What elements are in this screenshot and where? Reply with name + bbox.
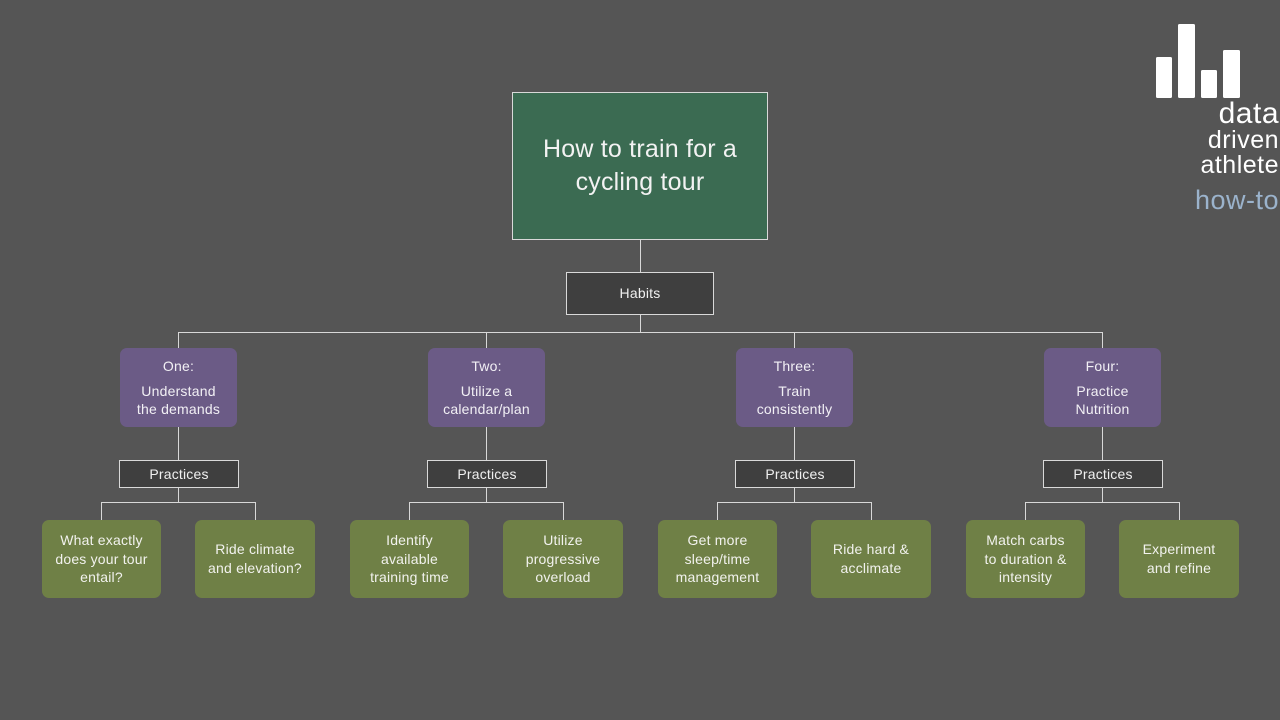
connector-bus-to-leaf-2b: [563, 502, 564, 520]
connector-bus-to-leaf-4b: [1179, 502, 1180, 520]
connector-bus-practices-3: [717, 502, 871, 503]
connector-branch-4-to-practices: [1102, 427, 1103, 460]
brand-logo: data driven athlete how-to: [1150, 18, 1280, 228]
practices-box-one: Practices: [119, 460, 239, 488]
branch-box-two: Two: Utilize a calendar/plan: [428, 348, 545, 427]
connector-practices-2-to-bus: [486, 488, 487, 502]
branch-number-four: Four:: [1085, 357, 1120, 374]
connector-branch-1-to-practices: [178, 427, 179, 460]
connector-practices-1-to-bus: [178, 488, 179, 502]
connector-branch-2-to-practices: [486, 427, 487, 460]
connector-bus-practices-1: [101, 502, 255, 503]
bar-2-icon: [1178, 24, 1195, 98]
logo-tagline-how-to: how-to: [1194, 185, 1279, 216]
connector-practices-4-to-bus: [1102, 488, 1103, 502]
connector-bus-level-1: [178, 332, 1103, 333]
connector-bus-to-branch-3: [794, 332, 795, 348]
connector-bus-practices-2: [409, 502, 563, 503]
branch-number-two: Two:: [471, 357, 502, 374]
connector-bus-to-leaf-2a: [409, 502, 410, 520]
practices-box-two: Practices: [427, 460, 547, 488]
bar-chart-icon: [1150, 18, 1280, 98]
leaf-box-2b: Utilize progressive overload: [503, 520, 623, 598]
bar-4-icon: [1223, 50, 1240, 98]
leaf-box-4a: Match carbs to duration & intensity: [966, 520, 1085, 598]
connector-bus-to-leaf-3a: [717, 502, 718, 520]
habits-box: Habits: [566, 272, 714, 315]
connector-bus-to-branch-4: [1102, 332, 1103, 348]
bar-3-icon: [1201, 70, 1217, 98]
connector-bus-to-branch-1: [178, 332, 179, 348]
branch-text-three: Train consistently: [756, 382, 833, 418]
branch-box-one: One: Understand the demands: [120, 348, 237, 427]
logo-text-athlete: athlete: [1200, 151, 1279, 180]
connector-bus-to-leaf-1b: [255, 502, 256, 520]
bar-1-icon: [1156, 57, 1172, 98]
branch-text-two: Utilize a calendar/plan: [443, 382, 530, 418]
connector-bus-to-branch-2: [486, 332, 487, 348]
branch-text-one: Understand the demands: [136, 382, 221, 418]
leaf-box-4b: Experiment and refine: [1119, 520, 1239, 598]
practices-box-four: Practices: [1043, 460, 1163, 488]
branch-number-three: Three:: [773, 357, 816, 374]
logo-text-data: data: [1218, 97, 1279, 130]
diagram-title-box: How to train for a cycling tour: [512, 92, 768, 240]
connector-bus-to-leaf-1a: [101, 502, 102, 520]
connector-bus-practices-4: [1025, 502, 1179, 503]
branch-box-three: Three: Train consistently: [736, 348, 853, 427]
branch-text-four: Practice Nutrition: [1075, 382, 1130, 418]
branch-number-one: One:: [162, 357, 195, 374]
connector-bus-to-leaf-3b: [871, 502, 872, 520]
leaf-box-3b: Ride hard & acclimate: [811, 520, 931, 598]
connector-title-to-habits: [640, 240, 641, 272]
connector-bus-to-leaf-4a: [1025, 502, 1026, 520]
connector-habits-to-bus: [640, 315, 641, 332]
leaf-box-1a: What exactly does your tour entail?: [42, 520, 161, 598]
connector-practices-3-to-bus: [794, 488, 795, 502]
leaf-box-3a: Get more sleep/time management: [658, 520, 777, 598]
leaf-box-1b: Ride climate and elevation?: [195, 520, 315, 598]
leaf-box-2a: Identify available training time: [350, 520, 469, 598]
practices-box-three: Practices: [735, 460, 855, 488]
branch-box-four: Four: Practice Nutrition: [1044, 348, 1161, 427]
logo-text-driven: driven: [1207, 126, 1279, 155]
connector-branch-3-to-practices: [794, 427, 795, 460]
